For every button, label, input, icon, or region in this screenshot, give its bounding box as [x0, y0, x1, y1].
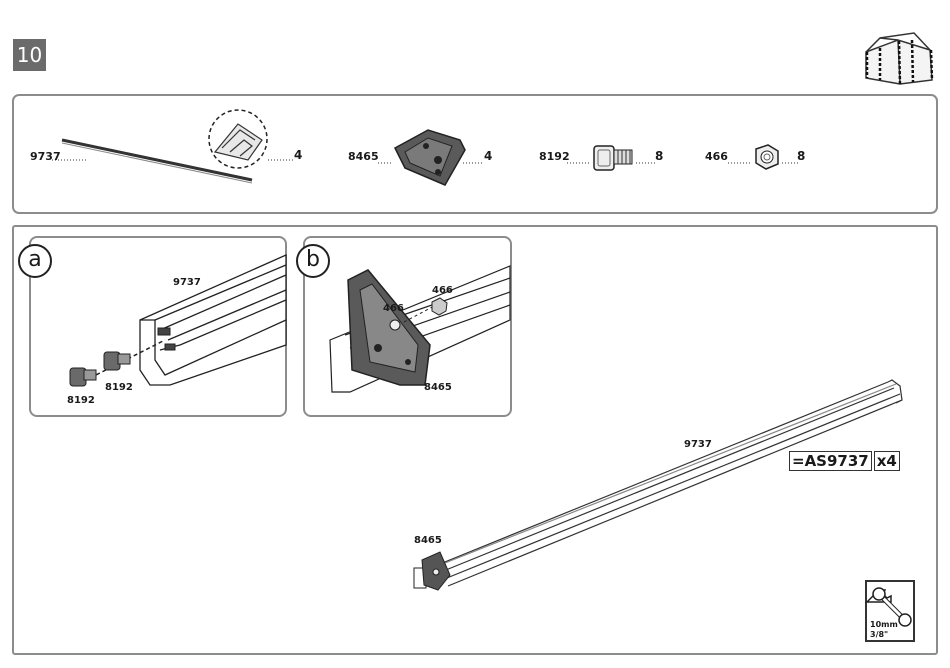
main-rail-label: 9737	[684, 439, 712, 450]
kit-code-label: =AS9737	[789, 451, 872, 471]
tool-required-box: 10mm 3/8"	[865, 580, 915, 642]
tool-size-mm: 10mm	[870, 620, 898, 630]
main-bracket-label: 8465	[414, 535, 442, 546]
tool-size-in: 3/8"	[870, 630, 888, 640]
bracket-8465-main-icon	[414, 552, 450, 590]
kit-count-label: x4	[874, 451, 900, 471]
